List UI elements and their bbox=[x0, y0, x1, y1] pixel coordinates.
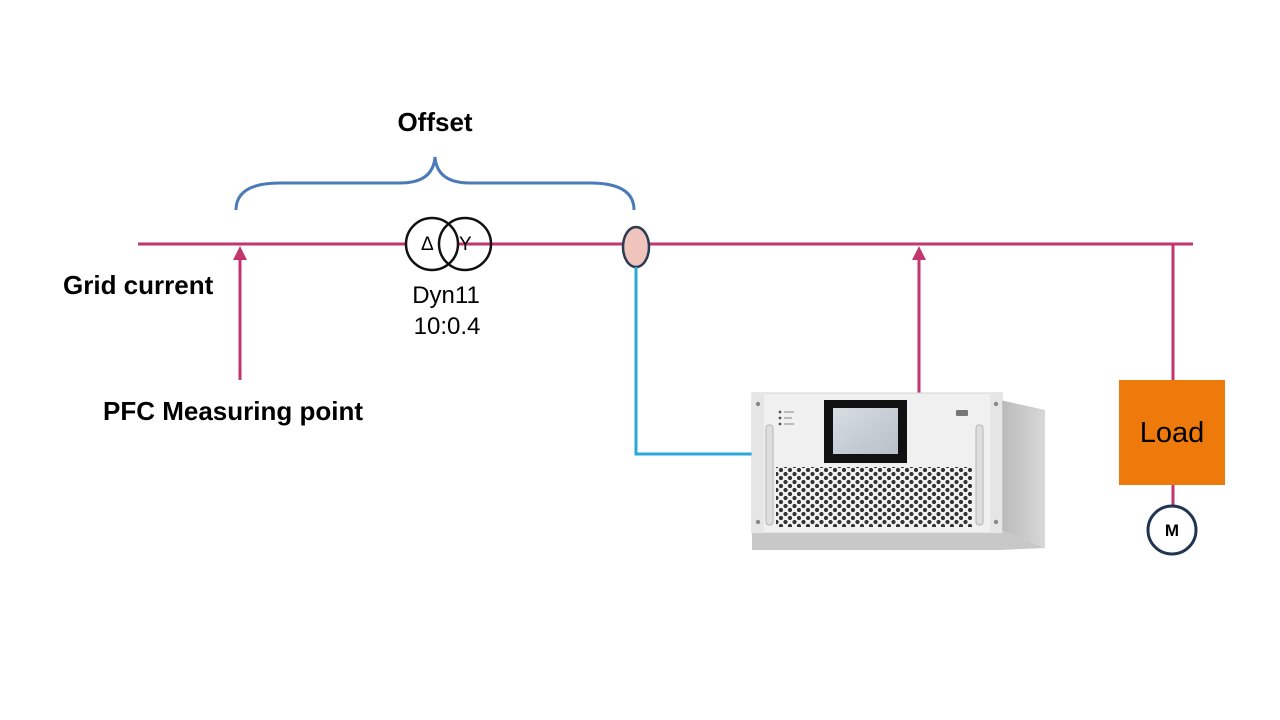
pfc-measuring-arrow bbox=[233, 246, 247, 380]
offset-label: Offset bbox=[397, 107, 473, 137]
transformer-connection-label: Dyn11 bbox=[412, 282, 480, 309]
grid-current-label: Grid current bbox=[63, 270, 214, 300]
motor-circle-icon bbox=[1146, 504, 1198, 556]
compensator-connection-arrow bbox=[912, 246, 926, 398]
motor-label: M bbox=[1164, 521, 1180, 540]
load-box bbox=[1119, 380, 1225, 485]
rack-mount-power-quality-device bbox=[751, 392, 1045, 550]
wye-symbol: Y bbox=[459, 234, 472, 255]
delta-symbol: Δ bbox=[421, 234, 434, 255]
load-label: Load bbox=[1139, 417, 1205, 449]
transformer-delta-wye-icon bbox=[404, 216, 493, 272]
offset-brace bbox=[234, 156, 636, 211]
compensator-ct-link bbox=[634, 267, 757, 456]
pfc-measuring-point-label: PFC Measuring point bbox=[103, 396, 363, 426]
current-transformer-icon bbox=[621, 225, 651, 269]
transformer-ratio-label: 10:0.4 bbox=[413, 313, 481, 340]
